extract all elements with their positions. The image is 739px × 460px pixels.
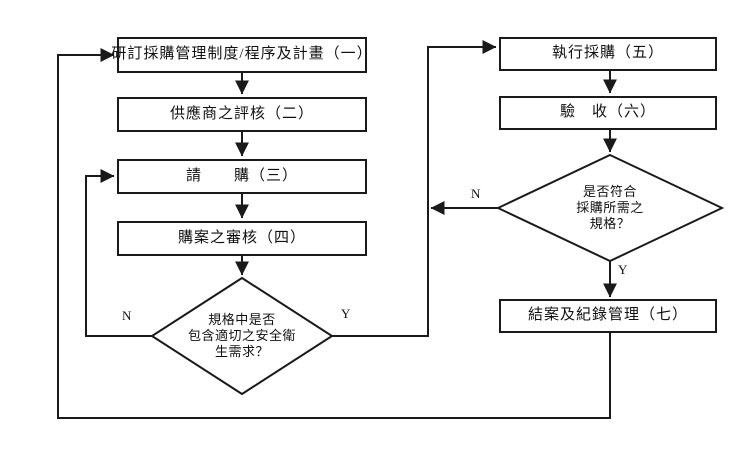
edge-diamond1-no-to-box3 <box>85 169 153 337</box>
node-box1-shape[interactable] <box>117 37 367 73</box>
node-box2-shape[interactable] <box>117 97 367 132</box>
node-box3-shape[interactable] <box>117 159 367 194</box>
edge-box7-to-box1 <box>57 48 611 419</box>
node-box6-shape[interactable] <box>499 96 717 130</box>
node-box4-shape[interactable] <box>117 221 367 256</box>
node-diamond2-shape[interactable] <box>495 153 725 263</box>
edge-diamond1-yes-to-box5 <box>331 40 497 337</box>
node-box5-shape[interactable] <box>499 37 717 71</box>
node-box7-shape[interactable] <box>499 299 717 333</box>
node-diamond1-shape[interactable] <box>150 276 334 396</box>
